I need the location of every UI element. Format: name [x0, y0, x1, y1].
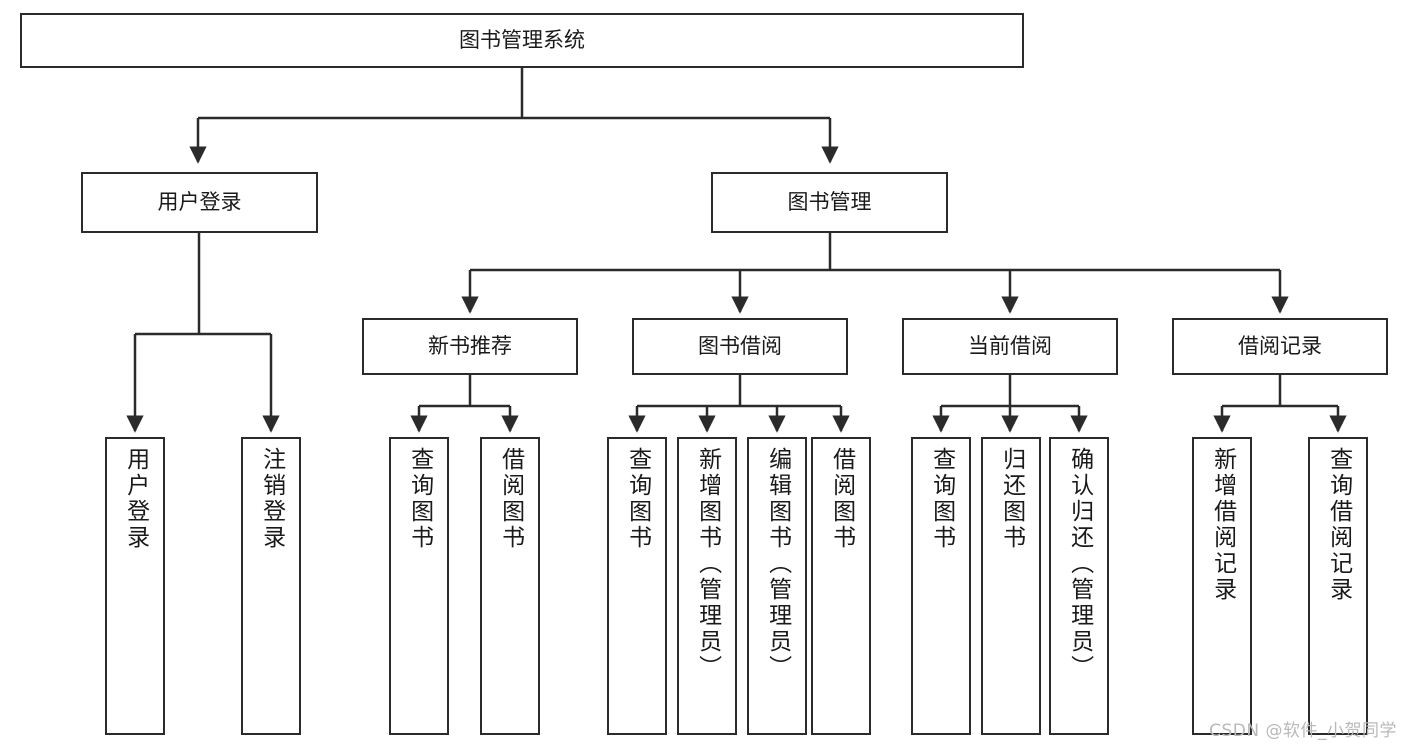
node-label: 用户登录: [157, 190, 242, 215]
csdn-watermark: CSDN @软件_小贺同学: [1209, 721, 1397, 741]
leaf-user-login-login[interactable]: 用户登录: [105, 437, 165, 735]
node-label: 图书借阅: [698, 334, 782, 359]
node-label: 查询图书: [624, 447, 651, 551]
node-label: 借阅图书: [497, 447, 524, 551]
node-borrow-records[interactable]: 借阅记录: [1172, 318, 1388, 375]
node-label: 新书推荐: [428, 334, 512, 359]
leaf-recommend-borrow-book[interactable]: 借阅图书: [480, 437, 540, 735]
node-label: 图书管理: [787, 190, 872, 215]
node-label: 查询图书: [406, 447, 433, 551]
leaf-current-confirm-return-admin[interactable]: 确认归还（管理员）: [1049, 437, 1109, 735]
node-label: 查询借阅记录: [1325, 447, 1352, 603]
leaf-records-query-record[interactable]: 查询借阅记录: [1308, 437, 1368, 735]
leaf-recommend-query-book[interactable]: 查询图书: [389, 437, 449, 735]
node-label: 借阅记录: [1238, 334, 1322, 359]
node-book-borrow[interactable]: 图书借阅: [632, 318, 848, 375]
node-label: 编辑图书（管理员）: [764, 447, 791, 681]
node-label: 注销登录: [258, 447, 285, 551]
node-label: 查询图书: [928, 447, 955, 551]
node-label: 新增借阅记录: [1209, 447, 1236, 603]
node-label: 用户登录: [122, 447, 149, 551]
leaf-borrow-add-book-admin[interactable]: 新增图书（管理员）: [677, 437, 737, 735]
node-current-borrow[interactable]: 当前借阅: [902, 318, 1118, 375]
leaf-current-return-book[interactable]: 归还图书: [981, 437, 1041, 735]
leaf-borrow-borrow-book[interactable]: 借阅图书: [811, 437, 871, 735]
node-label: 借阅图书: [828, 447, 855, 551]
leaf-user-login-logout[interactable]: 注销登录: [241, 437, 301, 735]
leaf-records-add-record[interactable]: 新增借阅记录: [1192, 437, 1252, 735]
leaf-current-query-book[interactable]: 查询图书: [911, 437, 971, 735]
node-new-book-recommend[interactable]: 新书推荐: [362, 318, 578, 375]
leaf-borrow-edit-book-admin[interactable]: 编辑图书（管理员）: [747, 437, 807, 735]
node-user-login[interactable]: 用户登录: [81, 172, 318, 233]
node-label: 图书管理系统: [459, 28, 585, 53]
node-label: 确认归还（管理员）: [1066, 447, 1093, 681]
node-label: 归还图书: [998, 447, 1025, 551]
node-label: 新增图书（管理员）: [694, 447, 721, 681]
leaf-borrow-query-book[interactable]: 查询图书: [607, 437, 667, 735]
node-book-management[interactable]: 图书管理: [711, 172, 948, 233]
node-root-book-management-system[interactable]: 图书管理系统: [20, 13, 1024, 68]
node-label: 当前借阅: [968, 334, 1052, 359]
